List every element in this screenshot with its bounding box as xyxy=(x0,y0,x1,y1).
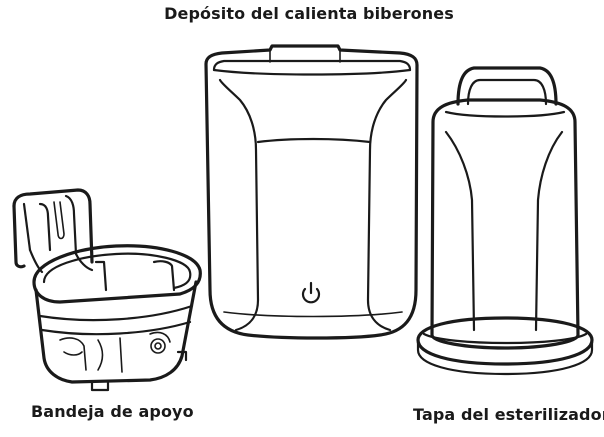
lid-label: Tapa del esterilizador xyxy=(413,405,604,424)
reservoir-label: Depósito del calienta biberones xyxy=(164,4,454,23)
sterilizer-lid-icon xyxy=(416,66,594,376)
power-icon xyxy=(301,281,321,304)
tray-label: Bandeja de apoyo xyxy=(31,402,194,421)
bottle-warmer-reservoir-icon xyxy=(204,44,419,340)
support-tray-icon xyxy=(12,188,202,392)
